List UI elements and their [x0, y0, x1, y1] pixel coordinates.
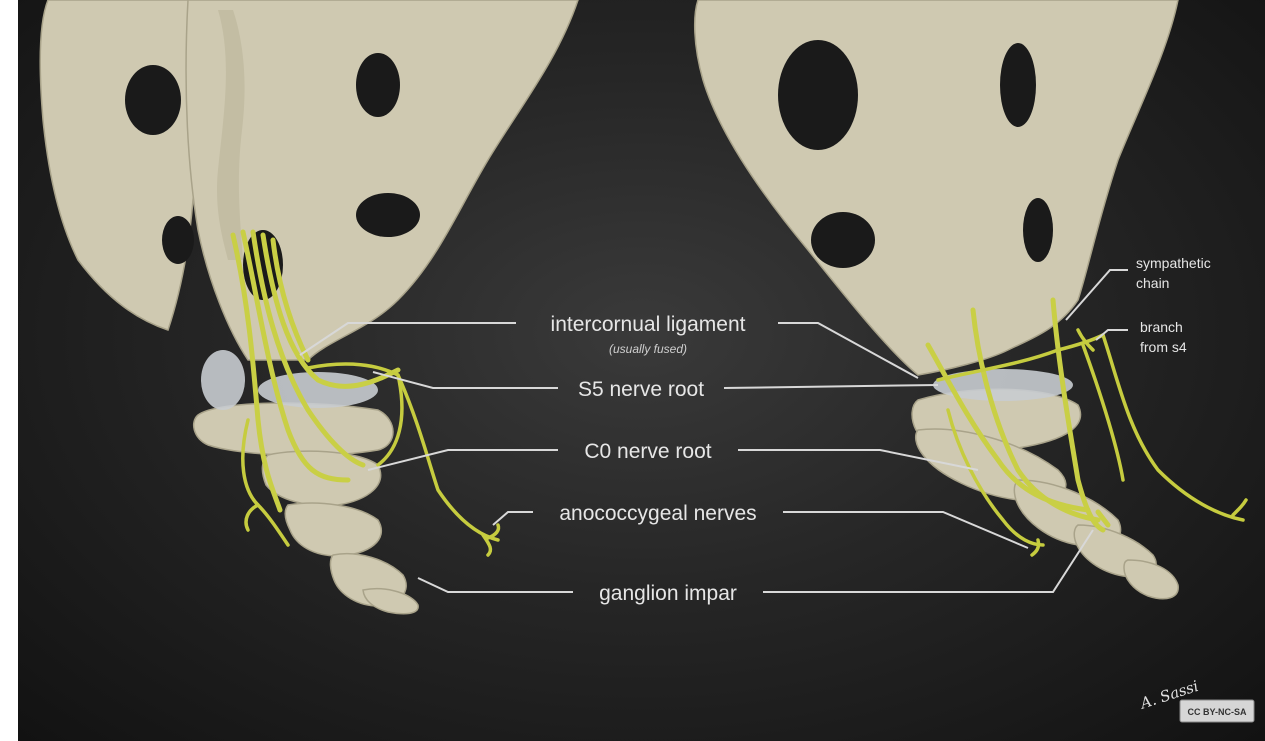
- left-foramen-4: [162, 216, 194, 264]
- label-anococcygeal-nerves: anococcygeal nerves: [559, 502, 756, 525]
- leader-s5-right: [724, 385, 938, 388]
- left-foramen-2: [356, 53, 400, 117]
- label-branch-line2: from s4: [1140, 339, 1187, 355]
- leader-ganglion-right: [763, 530, 1093, 592]
- leader-anococcygeal-right: [783, 512, 1028, 548]
- right-foramen-1: [778, 40, 858, 150]
- license-badge-text: CC BY-NC-SA: [1187, 707, 1247, 717]
- left-sacrum-wing-left: [40, 0, 201, 330]
- label-s5-nerve-root: S5 nerve root: [578, 378, 704, 401]
- label-ganglion-impar: ganglion impar: [599, 582, 737, 605]
- left-coccyx-3: [285, 503, 381, 556]
- leader-anococcygeal-left: [493, 512, 533, 525]
- left-coccyx-2: [262, 451, 380, 505]
- left-foramen-3: [356, 193, 420, 237]
- right-nerves: [928, 300, 1246, 555]
- label-intercornual-note: (usually fused): [609, 342, 687, 356]
- illustration-canvas: intercornual ligament (usually fused) S5…: [18, 0, 1265, 741]
- leader-c0-left: [368, 450, 558, 470]
- label-sympathetic-chain-line2: chain: [1136, 275, 1169, 291]
- leader-branch: [1096, 330, 1128, 340]
- left-foramen-1: [125, 65, 181, 135]
- anatomy-illustration: intercornual ligament (usually fused) S5…: [18, 0, 1265, 741]
- label-branch-line1: branch: [1140, 319, 1183, 335]
- right-sacrum: [695, 0, 1246, 599]
- right-coccyx-5: [1124, 560, 1178, 599]
- label-c0-nerve-root: C0 nerve root: [584, 440, 711, 463]
- credits: A. Sassi CC BY-NC-SA: [1136, 677, 1254, 722]
- label-sympathetic-chain-line1: sympathetic: [1136, 255, 1211, 271]
- left-cornu-left: [201, 350, 245, 410]
- right-sacrum-body: [695, 0, 1178, 375]
- right-foramen-4: [1023, 198, 1053, 262]
- label-intercornual: intercornual ligament: [551, 313, 746, 336]
- right-foramen-2: [1000, 43, 1036, 127]
- right-foramen-3: [811, 212, 875, 268]
- left-coccyx-5: [363, 589, 418, 614]
- leader-ganglion-left: [418, 578, 573, 592]
